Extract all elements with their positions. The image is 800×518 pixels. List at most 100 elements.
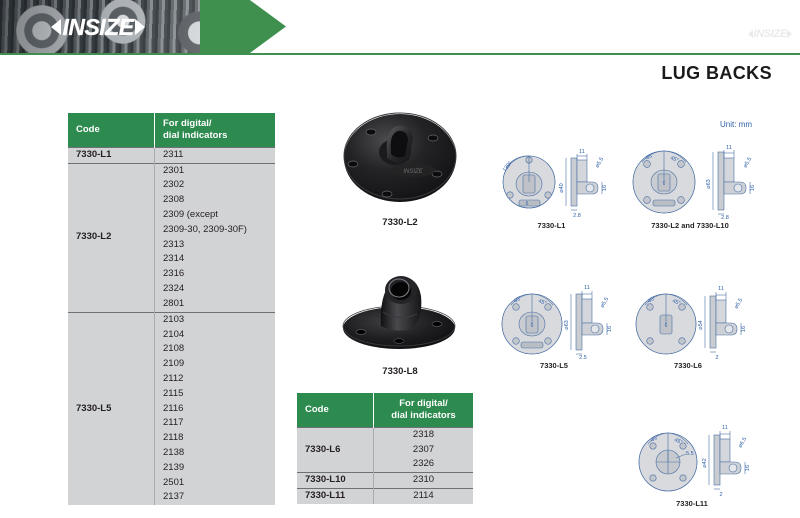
svg-text:2: 2 [715,355,718,360]
cell-indicator: 2117 [154,416,275,432]
table-header-row: Code For digital/ dial indicators [297,393,473,428]
svg-text:5.5: 5.5 [686,451,694,457]
drawing-l5-svg: 45° 45° 6 11 ⌀63 2.5 ⌀5.5 16 [501,285,613,360]
table-row: 2801 [68,296,275,313]
table-row: 2137 [68,490,275,506]
drawing-caption: 7330-L2 and 7330-L10 [651,221,729,230]
drawing-l11-svg: 45° 45° 5.5 11 ⌀42 2 ⌀6.5 16 [638,425,751,498]
svg-text:2.8: 2.8 [573,213,581,219]
unit-label: Unit: mm [720,120,752,129]
cell-indicator: 2116 [154,401,275,417]
drawing-l2l10-svg: 45° 45° 6 11 ⌀63 2.8 ⌀5.5 16 [632,145,756,220]
drawing-caption: 7330-L1 [537,221,566,230]
column-header-indicators: For digital/ dial indicators [154,113,275,148]
svg-text:⌀63: ⌀63 [706,179,712,188]
cell-indicator: 2501 [154,475,275,491]
drawing-l1-svg: 120° 6 11 ⌀40 2.8 ⌀5.5 16 [502,149,608,219]
table-row: 2109 [68,357,275,372]
angle-label-left: 120° [502,161,514,174]
table-row: 7330-L1 2311 [68,146,275,164]
svg-text:6: 6 [531,323,534,329]
insize-watermark: INSIZE [748,28,792,40]
insize-logo-text: INSIZE [62,13,134,40]
svg-text:16: 16 [741,326,747,332]
cell-indicator: 2316 [154,267,275,283]
svg-text:45°: 45° [669,155,679,164]
svg-text:⌀42: ⌀42 [702,458,708,467]
cell-indicator: 2324 [154,282,275,297]
svg-text:⌀40: ⌀40 [559,183,565,192]
cell-indicator: 2311 [154,146,275,164]
dimension-drawing-l6: 45° 45° 6 11 ⌀54 2 ⌀5.5 16 7330-L6 [626,280,750,370]
insize-logo: INSIZE [38,13,158,41]
svg-text:2.8: 2.8 [721,215,729,220]
table-row: 2108 [68,342,275,358]
cell-indicator: 2137 [154,490,275,506]
lug-back-compatibility-table: Code For digital/ dial indicators 7330-L… [68,113,275,506]
table-row: 2309 (except [68,208,275,223]
lug-back-compatibility-table-secondary: Code For digital/ dial indicators 7330-L… [297,393,473,504]
watermark-text: INSIZE [753,28,787,40]
cell-indicator: 2139 [154,460,275,476]
column-header-indicators-line2: dial indicators [163,129,228,141]
table-row: 2309-30, 2309-30F) [68,222,275,238]
table-row: 7330-L6 2318 [297,426,473,473]
cell-indicator: 2138 [154,446,275,461]
cell-indicator: 2309 (except [154,208,275,223]
header-machinery-photo [0,0,232,53]
cell-indicator: 2302 [154,178,275,194]
cell-indicator: 2104 [154,327,275,343]
cell-code: 7330-L10 [297,472,374,489]
dimension-drawing-l5: 45° 45° 6 11 ⌀63 2.5 ⌀5.5 16 7330-L5 [494,280,614,370]
svg-text:16: 16 [607,326,613,332]
table-row: 2139 [68,460,275,476]
svg-text:⌀63: ⌀63 [564,320,570,329]
svg-text:45°: 45° [513,295,523,304]
photo-caption: 7330-L8 [382,366,418,377]
header-green-rule [0,53,800,55]
watermark-right-arrow-icon [787,30,792,38]
svg-text:⌀5.5: ⌀5.5 [595,157,606,169]
svg-text:45°: 45° [645,152,655,161]
cell-indicator: 2108 [154,342,275,358]
svg-text:6: 6 [665,323,668,329]
cell-code: 7330-L2 [68,162,155,313]
svg-text:2: 2 [719,492,722,498]
dimension-drawing-l1: 120° 6 11 ⌀40 2.8 ⌀5.5 16 7330-L1 [494,142,609,230]
cell-indicator: 2114 [373,487,473,504]
cell-code: 7330-L11 [297,487,374,504]
cell-indicator: 2326 [373,457,473,473]
table-row: 2116 [68,401,275,417]
svg-text:6: 6 [663,181,666,187]
table-row: 7330-L2 2301 [68,162,275,313]
table-row: 2302 [68,178,275,194]
svg-text:⌀5.5: ⌀5.5 [743,157,754,169]
svg-text:⌀54: ⌀54 [698,320,704,329]
svg-text:16: 16 [745,465,751,471]
table-row: 2115 [68,386,275,402]
product-photo-block-l8: 7330-L8 [325,262,475,377]
table-row: 2326 [297,457,473,473]
svg-text:11: 11 [579,149,585,155]
cell-indicator: 2308 [154,193,275,208]
column-header-code: Code [68,113,155,148]
page-header: INSIZE INSIZE [0,0,800,57]
table-row: 2501 [68,475,275,491]
cell-indicator: 2318 [373,426,473,443]
svg-text:⌀6.5: ⌀6.5 [738,437,749,449]
table-row: 2118 [68,431,275,446]
drawing-caption: 7330-L11 [676,499,708,508]
dimension-drawing-l11: 45° 45° 5.5 11 ⌀42 2 ⌀6.5 16 7330-L11 [628,418,756,508]
product-photo-block-l2: INSIZE 7330-L2 [325,108,475,228]
cell-indicator: 2115 [154,386,275,402]
svg-text:45°: 45° [671,298,681,307]
column-header-indicators: For digital/ dial indicators [373,393,473,428]
svg-text:45°: 45° [673,437,683,446]
logo-right-arrow-icon [134,19,145,35]
svg-text:16: 16 [602,185,608,191]
table-row: 2112 [68,371,275,387]
cell-indicator: 2309-30, 2309-30F) [154,222,275,238]
cell-code: 7330-L1 [68,146,155,164]
table-row: 2308 [68,193,275,208]
watermark-left-arrow-icon [748,30,754,38]
